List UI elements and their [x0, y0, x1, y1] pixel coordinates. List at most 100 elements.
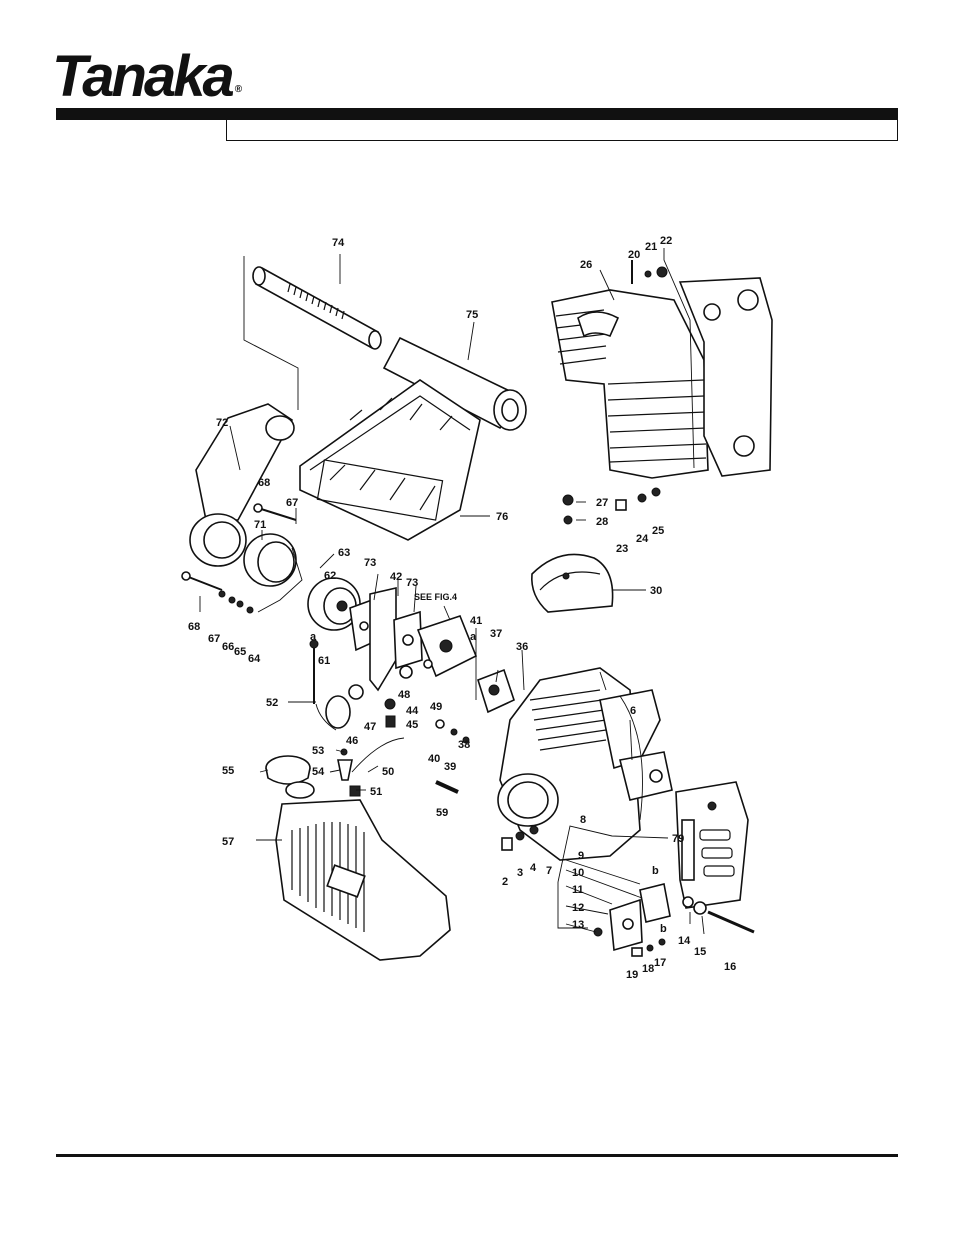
part-59-stud	[435, 780, 459, 794]
part-79-muffler	[675, 781, 749, 909]
callout-17: 17	[654, 957, 666, 969]
callout-30: 30	[650, 585, 662, 597]
callout-3: 3	[517, 867, 523, 879]
part-30-spark-plug-cover	[531, 553, 614, 613]
callout-71: 71	[254, 519, 266, 531]
callout-16: 16	[724, 961, 736, 973]
callout-23: 23	[616, 543, 628, 555]
callout-65: 65	[234, 646, 246, 658]
part-76-filter-case	[299, 379, 481, 541]
callout-24: 24	[636, 533, 649, 545]
callout-45: 45	[406, 719, 418, 731]
callout-b-lower: b	[660, 923, 667, 935]
part-2-3-4-fasteners	[501, 825, 539, 851]
callout-64: 64	[248, 653, 261, 665]
callout-38: 38	[458, 739, 470, 751]
engine-assembly	[497, 667, 673, 861]
part-55-fuel-cap	[265, 755, 311, 785]
callout-55: 55	[222, 765, 234, 777]
callout-47: 47	[364, 721, 376, 733]
callout-79: 79	[672, 833, 684, 845]
callout-27: 27	[596, 497, 608, 509]
callout-19: 19	[626, 969, 638, 981]
part-74-intake-pipe	[252, 266, 382, 350]
callout-21: 21	[645, 241, 657, 253]
callout-a-right: a	[470, 631, 477, 643]
callout-59: 59	[436, 807, 448, 819]
callout-73-right: 73	[406, 577, 418, 589]
callout-13: 13	[572, 919, 584, 931]
part-49-carburetor	[416, 615, 478, 678]
part-44-nut	[384, 698, 396, 710]
callout-labels: 74 75 72 76 68 67 71 63 62 68 67 66 65 6…	[188, 235, 736, 981]
callout-57: 57	[222, 836, 234, 848]
part-72-elbow-duct	[189, 403, 295, 567]
callout-28: 28	[596, 516, 608, 528]
callout-74: 74	[332, 237, 345, 249]
callout-49: 49	[430, 701, 442, 713]
callout-20: 20	[628, 249, 640, 261]
part-54-fuel-filter	[337, 759, 353, 781]
callout-50: 50	[382, 766, 394, 778]
part-68-bolt-upper	[253, 503, 297, 521]
callout-a-left: a	[310, 631, 317, 643]
callout-68-upper: 68	[258, 477, 270, 489]
callout-76: 76	[496, 511, 508, 523]
callout-75: 75	[466, 309, 478, 321]
callout-25: 25	[652, 525, 664, 537]
brand-logo: Tanaka®	[52, 48, 243, 106]
leader-lines	[199, 248, 705, 935]
part-37-insulator	[477, 668, 515, 714]
part-51-grommet	[349, 785, 361, 797]
part-48-fitting	[399, 665, 413, 679]
brand-logo-text: Tanaka	[52, 44, 235, 109]
see-fig-note: SEE FIG.4	[414, 592, 457, 602]
callout-53: 53	[312, 745, 324, 757]
callout-48: 48	[398, 689, 410, 701]
callout-41: 41	[470, 615, 482, 627]
fan-housing	[678, 277, 773, 477]
callout-66: 66	[222, 641, 234, 653]
part-16-bolt	[682, 896, 755, 934]
callout-26: 26	[580, 259, 592, 271]
callout-37: 37	[490, 628, 502, 640]
callout-68-lower: 68	[188, 621, 200, 633]
part-40-39-38-fasteners	[435, 719, 470, 744]
callout-14: 14	[678, 935, 691, 947]
callout-61: 61	[318, 655, 330, 667]
part-10-11-plates	[593, 883, 671, 952]
callout-8: 8	[580, 814, 586, 826]
callout-54: 54	[312, 766, 325, 778]
part-17-18-19-fasteners	[631, 938, 666, 957]
callout-63: 63	[338, 547, 350, 559]
callout-11: 11	[572, 884, 584, 896]
callout-22: 22	[660, 235, 672, 247]
part-45-screw	[385, 715, 396, 728]
callout-73-left: 73	[364, 557, 376, 569]
callout-42: 42	[390, 571, 402, 583]
callout-72: 72	[216, 417, 228, 429]
part-57-fuel-tank	[275, 781, 451, 961]
callout-9: 9	[578, 850, 584, 862]
footer-rule	[56, 1154, 898, 1157]
callout-40: 40	[428, 753, 440, 765]
callout-12: 12	[572, 902, 584, 914]
part-71-clamp-band	[243, 533, 297, 587]
registered-mark: ®	[234, 84, 243, 95]
callout-39: 39	[444, 761, 456, 773]
part-42-bracket	[369, 586, 397, 692]
callout-67-upper: 67	[286, 497, 298, 509]
callout-18: 18	[642, 963, 654, 975]
callout-51: 51	[370, 786, 382, 798]
callout-b-upper: b	[652, 865, 659, 877]
part-52-fuel-line	[309, 639, 319, 704]
callout-44: 44	[406, 705, 419, 717]
part-23-24-25-fasteners	[615, 487, 661, 511]
part-20-21-22-screws	[631, 260, 668, 284]
part-47-grommet	[348, 684, 364, 700]
callout-4: 4	[530, 862, 537, 874]
part-27-28-screws	[562, 494, 574, 525]
header-rule	[56, 108, 898, 120]
part-50-fuel-hose	[351, 737, 405, 773]
